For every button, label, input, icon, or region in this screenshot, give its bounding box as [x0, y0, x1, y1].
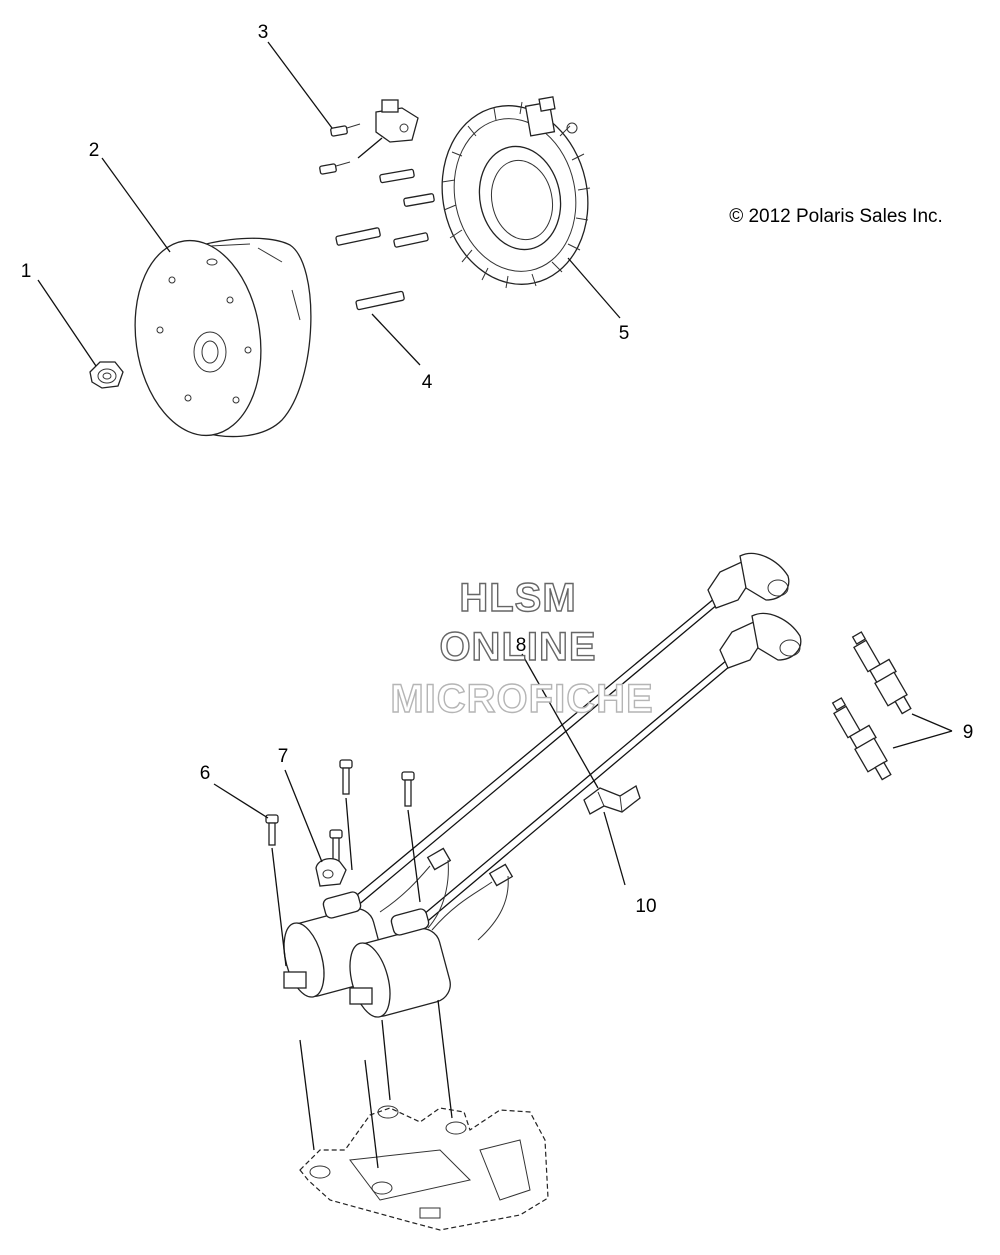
callout-3: 3	[258, 22, 269, 43]
part-5-stator	[441, 96, 591, 289]
part-8-ignition-wires	[344, 552, 802, 937]
leader-lines-top	[37, 41, 621, 367]
watermark-line-3: MICROFICHE	[390, 677, 653, 721]
coil-connectors	[379, 847, 514, 941]
watermark-line-1: HLSM	[459, 576, 576, 620]
callout-1: 1	[21, 261, 32, 282]
callout-2: 2	[89, 140, 100, 161]
copyright-text: © 2012 Polaris Sales Inc.	[729, 206, 943, 227]
part-3-screw	[330, 123, 361, 137]
callout-7: 7	[278, 746, 289, 767]
part-3-pickup-sensor	[375, 99, 419, 143]
callout-8: 8	[516, 635, 527, 656]
leader-lines-bottom	[213, 653, 953, 1169]
callout-10: 10	[635, 896, 656, 917]
part-7-wire-clamp	[315, 857, 347, 887]
callout-4: 4	[422, 372, 433, 393]
part-1-flywheel-nut	[89, 361, 124, 389]
part-9-spark-plug-upper	[851, 631, 912, 715]
coil-mounting-bracket	[299, 1105, 549, 1231]
part-10-wire-clip	[583, 785, 641, 815]
callout-6: 6	[200, 763, 211, 784]
ignition-coil-right	[349, 908, 451, 1018]
watermark-line-2: ONLINE	[439, 625, 596, 669]
part-3-screw-2	[319, 161, 351, 175]
callout-5: 5	[619, 323, 630, 344]
part-2-flywheel	[134, 237, 312, 438]
part-9-spark-plug-lower	[831, 697, 892, 781]
part-6-coil-screws	[265, 759, 415, 863]
part-4-stator-screws	[335, 168, 435, 311]
callout-9: 9	[963, 722, 974, 743]
